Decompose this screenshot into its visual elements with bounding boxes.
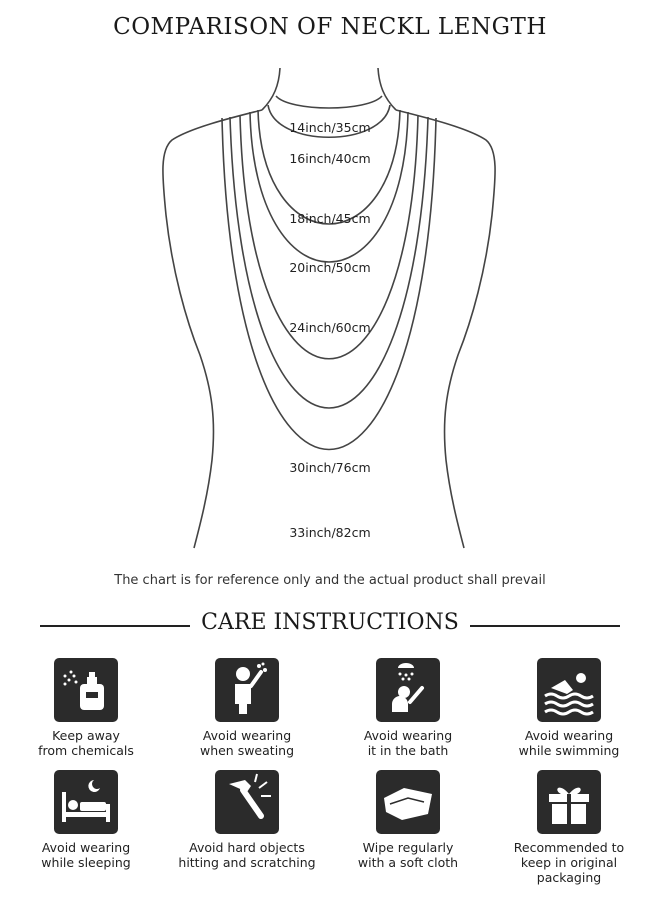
length-label-33: 33inch/82cm	[289, 525, 370, 540]
care-label: Keep away from chemicals	[38, 728, 134, 758]
care-label: Avoid wearing while sleeping	[41, 840, 131, 870]
necklace-33inch	[221, 117, 437, 450]
care-item-packaging: Recommended to keep in original packagin…	[494, 770, 644, 885]
care-item-sleeping: Avoid wearing while sleeping	[11, 770, 161, 870]
length-label-20: 20inch/50cm	[289, 260, 370, 275]
care-item-swimming: Avoid wearing while swimming	[494, 658, 644, 758]
care-label: Avoid wearing while swimming	[518, 728, 620, 758]
care-item-sweating: Avoid wearing when sweating	[172, 658, 322, 758]
mannequin-neck-left	[261, 67, 281, 111]
care-label: Recommended to keep in original packagin…	[513, 840, 625, 885]
cloth-icon	[376, 770, 440, 834]
swimming-icon	[537, 658, 601, 722]
divider-left	[40, 625, 190, 627]
mannequin-body-right	[395, 109, 496, 549]
page-title: COMPARISON OF NECKL LENGTH	[113, 14, 547, 40]
care-item-wipe: Wipe regularly with a soft cloth	[333, 770, 483, 870]
mannequin-diagram: 14inch/35cm 16inch/40cm 18inch/45cm 20in…	[162, 67, 496, 549]
care-item-chemicals: Keep away from chemicals	[11, 658, 161, 758]
shower-icon	[376, 658, 440, 722]
necklace-16inch	[267, 104, 391, 139]
divider-right	[470, 625, 620, 627]
necklace-24inch	[239, 114, 419, 360]
length-label-18: 18inch/45cm	[289, 211, 370, 226]
necklace-20inch	[249, 111, 409, 263]
sweating-person-icon	[215, 658, 279, 722]
reference-note: The chart is for reference only and the …	[114, 573, 546, 588]
necklace-18inch	[257, 109, 401, 225]
care-label: Wipe regularly with a soft cloth	[357, 840, 459, 870]
necklace-14inch	[275, 95, 383, 109]
gift-box-icon	[537, 770, 601, 834]
bed-sleeping-icon	[54, 770, 118, 834]
length-label-16: 16inch/40cm	[289, 151, 370, 166]
length-label-24: 24inch/60cm	[289, 320, 370, 335]
care-item-hard-objects: Avoid hard objects hitting and scratchin…	[172, 770, 322, 870]
care-label: Avoid wearing it in the bath	[363, 728, 453, 758]
care-label: Avoid hard objects hitting and scratchin…	[178, 840, 316, 870]
care-label: Avoid wearing when sweating	[199, 728, 295, 758]
perfume-spray-icon	[54, 658, 118, 722]
mannequin-neck-right	[377, 67, 397, 111]
length-label-30: 30inch/76cm	[289, 460, 370, 475]
care-section-title: CARE INSTRUCTIONS	[201, 610, 459, 635]
care-item-bath: Avoid wearing it in the bath	[333, 658, 483, 758]
length-label-14: 14inch/35cm	[289, 120, 370, 135]
hammer-icon	[215, 770, 279, 834]
necklace-30inch	[229, 116, 429, 409]
mannequin-body-left	[162, 109, 263, 549]
